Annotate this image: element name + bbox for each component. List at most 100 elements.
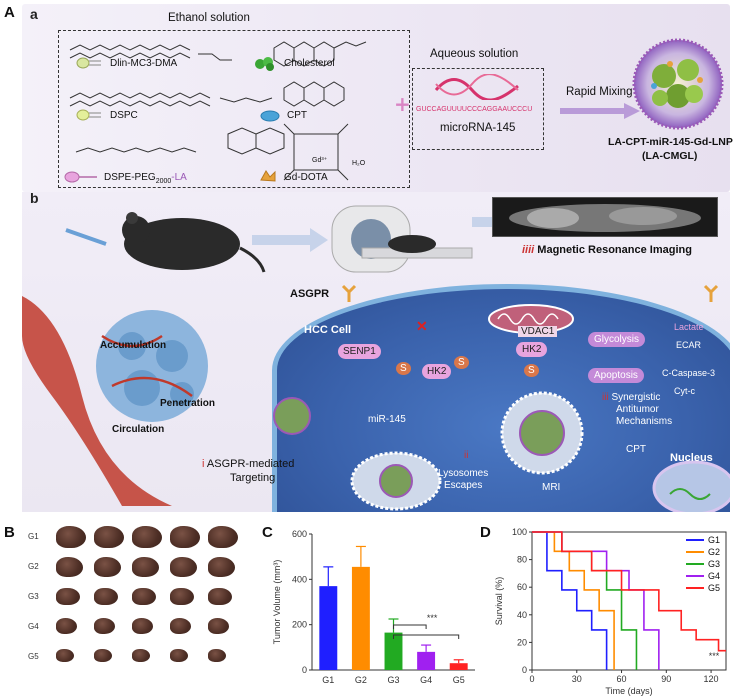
- gd-label: Gd-DOTA: [284, 172, 328, 183]
- bar-G2: [351, 566, 370, 670]
- tumor-photo: [132, 649, 150, 663]
- sumo-tag-3: S: [524, 364, 539, 377]
- legend-label: G2: [708, 547, 720, 557]
- targeting-numeral: i: [202, 458, 205, 470]
- panel-label-A: A: [4, 4, 15, 21]
- cholesterol-label: Cholesterol: [284, 58, 335, 69]
- tumor-photo: [56, 556, 83, 577]
- cpt-capsule-icon: [260, 110, 280, 122]
- ethanol-box: [58, 30, 410, 188]
- lysosome-numeral: ii: [464, 450, 469, 461]
- circulation-label: Circulation: [112, 424, 165, 435]
- injection-and-scanner-drawing: [65, 205, 492, 273]
- y-tick-label: 40: [517, 610, 527, 620]
- endosome-2-icon: [350, 451, 442, 511]
- cpt-label: CPT: [287, 110, 307, 121]
- peg-label: DSPE-PEG2000-LA: [104, 172, 187, 185]
- survival-line-G4: [532, 531, 660, 670]
- lysosome-text-1: Lysosomes: [438, 468, 489, 479]
- water-symbol: H₂O: [352, 160, 366, 167]
- tumor-photo: [56, 526, 86, 548]
- tumor-photo: [208, 587, 232, 606]
- x-tick-label: G1: [322, 675, 334, 685]
- mri-label: iiii Magnetic Resonance Imaging: [522, 244, 692, 256]
- gd-symbol: Gd³⁺: [312, 157, 328, 164]
- targeting-text-1: ASGPR-mediated: [206, 458, 295, 470]
- tumor-photo: [170, 556, 197, 577]
- asgpr-receptor-icon-2: [703, 284, 719, 302]
- mir145-label: miR-145: [368, 414, 406, 425]
- tumor-photo: [94, 618, 115, 634]
- aqueous-title: Aqueous solution: [430, 48, 519, 60]
- lipid-structures-drawing: [69, 44, 285, 155]
- asgpr-label: ASGPR: [290, 288, 330, 300]
- cholesterol-icon: [255, 57, 274, 71]
- glycolysis-label: Glycolysis: [588, 332, 646, 347]
- y-axis-label: Tumor Volume (mm³): [272, 560, 282, 645]
- product-abbr: (LA-CMGL): [642, 150, 698, 162]
- y-tick-label: 0: [302, 665, 307, 675]
- hcc-cell-label: HCC Cell: [304, 324, 352, 336]
- x-tick-label: G3: [387, 675, 399, 685]
- bar-G3: [384, 632, 403, 670]
- dspc-lipid-icon: [76, 109, 101, 121]
- x-tick-label: 120: [704, 674, 719, 684]
- tumor-photo: [170, 526, 200, 548]
- cpt-small-label: CPT: [626, 444, 646, 455]
- mirna-sequence: GUCCAGUUUUCCCAGGAAUCCCU: [416, 106, 533, 113]
- plot-frame: [531, 531, 727, 671]
- group-row-label: G3: [28, 592, 39, 601]
- penetration-label: Penetration: [160, 398, 216, 409]
- synergy-text-2: Antitumor: [616, 404, 659, 415]
- tumor-photo: [94, 649, 112, 663]
- vessel-tumor-drawing: [22, 296, 311, 506]
- synergy-text-1: Synergistic: [611, 392, 661, 403]
- dspc-label: DSPC: [110, 110, 138, 121]
- mirna-helix-icon: [434, 74, 519, 100]
- endosome-nanoparticle-icon: [500, 391, 584, 475]
- ecar-label: ECAR: [676, 340, 702, 350]
- block-cross-icon: ✕: [416, 318, 428, 334]
- tumor-photo: [208, 526, 238, 548]
- sumo-tag-2: S: [454, 356, 469, 369]
- group-row-label: G5: [28, 652, 39, 661]
- tumor-photo: [132, 526, 162, 548]
- tumor-photo: [56, 649, 74, 663]
- tumor-photo: [56, 587, 80, 606]
- legend-label: G4: [708, 571, 720, 581]
- peg-label-prefix: DSPE-PEG: [104, 172, 156, 183]
- panel-label-a: a: [30, 6, 38, 22]
- significance-bracket: [393, 624, 427, 629]
- product-name: LA-CPT-miR-145-Gd-LNP: [608, 136, 733, 148]
- dlin-lipid-icon: [76, 57, 101, 69]
- mri-image-strip: [492, 197, 718, 237]
- tumor-photo: [170, 649, 188, 663]
- synergy-text-3: Mechanisms: [616, 416, 673, 427]
- caspase-label: C-Caspase-3: [662, 368, 716, 378]
- mirna-label: microRNA-145: [440, 122, 516, 134]
- senp1-label: SENP1: [338, 344, 381, 359]
- x-axis-label: Time (days): [605, 686, 652, 696]
- rapid-mixing-arrow-icon: [560, 103, 640, 119]
- y-tick-label: 60: [517, 582, 527, 592]
- x-tick-label: G5: [453, 675, 465, 685]
- lysosome-text-2: Escapes: [444, 480, 483, 491]
- asgpr-receptor-icon: [341, 284, 357, 302]
- y-tick-label: 100: [512, 527, 527, 537]
- x-tick-label: 30: [572, 674, 582, 684]
- y-tick-label: 200: [292, 620, 307, 630]
- molecule-structures-drawing: [273, 41, 367, 181]
- x-tick-label: G4: [420, 675, 432, 685]
- nucleus-icon: [652, 460, 730, 512]
- peg-label-sub: 2000: [155, 178, 172, 185]
- tumor-photo: [170, 618, 191, 634]
- mri-numeral: iiii: [522, 244, 535, 256]
- targeting-label-line1: i ASGPR-mediated: [202, 458, 294, 470]
- y-tick-label: 80: [517, 555, 527, 565]
- tumor-photo: [208, 556, 235, 577]
- tumor-photo: [208, 618, 229, 634]
